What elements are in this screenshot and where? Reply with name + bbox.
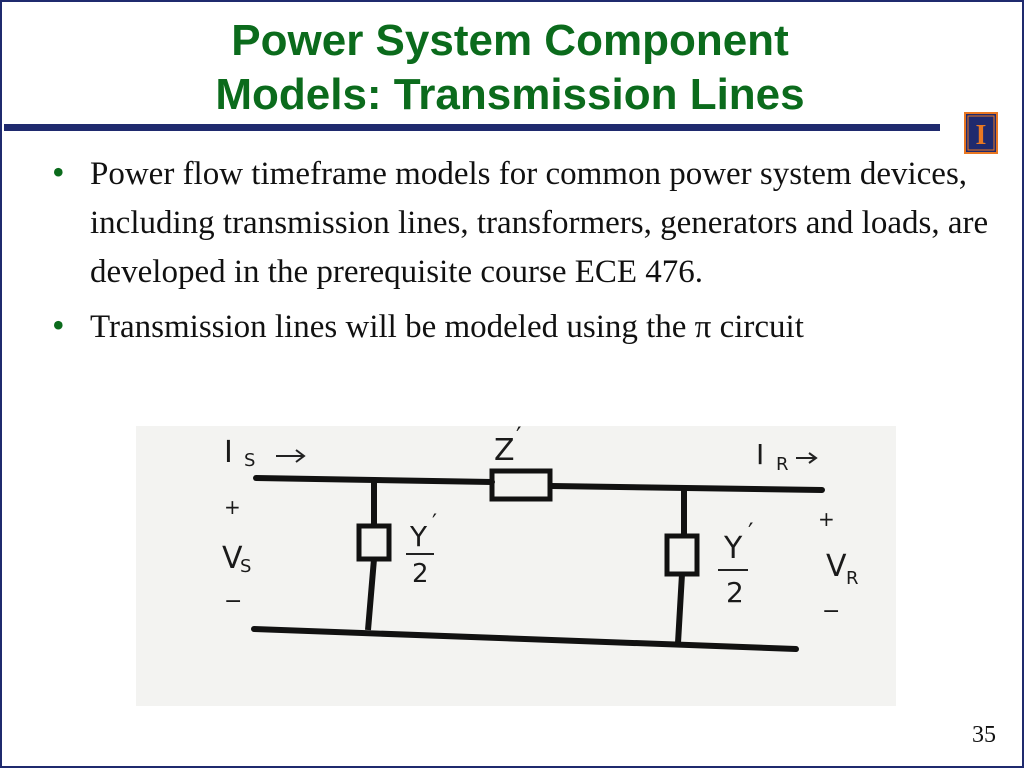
pi-circuit-diagram: I S Z ′ I R + V S − Y ′ 2 Y ′ 2 + V R − (136, 426, 896, 706)
vs-minus: − (224, 589, 242, 614)
bullet-marker: • (52, 305, 65, 345)
ir-label: I (756, 438, 764, 471)
y-left-denominator: 2 (412, 559, 429, 589)
top-wire-right (549, 483, 825, 493)
vs-subscript: S (240, 556, 251, 577)
vr-plus: + (818, 507, 835, 531)
university-logo: I (964, 112, 998, 154)
vs-plus: + (224, 495, 241, 519)
vr-subscript: R (846, 568, 859, 589)
series-impedance-box (489, 468, 553, 502)
vr-minus: − (822, 599, 840, 624)
title-rule (4, 124, 940, 131)
logo-letter: I (976, 120, 987, 151)
left-shunt-wire (365, 482, 377, 631)
y-right-label: Y (723, 531, 743, 566)
bullet-text: Power flow timeframe models for common p… (90, 156, 989, 290)
ir-subscript: R (776, 454, 789, 475)
bullet-marker: • (52, 152, 65, 192)
top-wire-left (253, 475, 495, 485)
is-subscript: S (244, 450, 255, 471)
bullet-item: • Power flow timeframe models for common… (52, 150, 992, 297)
title-line-2: Models: Transmission Lines (215, 70, 805, 119)
ir-arrow-icon (796, 452, 818, 464)
y-left-prime: ′ (432, 511, 437, 536)
page-number: 35 (972, 722, 996, 748)
bullet-list: • Power flow timeframe models for common… (52, 150, 992, 358)
title-line-1: Power System Component (231, 16, 789, 65)
left-shunt-admittance-box (356, 523, 392, 562)
y-right-denominator: 2 (726, 576, 744, 609)
bullet-item: • Transmission lines will be modeled usi… (52, 303, 992, 352)
bullet-text: Transmission lines will be modeled using… (90, 309, 804, 345)
z-label: Z (494, 433, 515, 468)
vr-label: V (826, 549, 847, 584)
right-shunt-wire (675, 489, 687, 644)
bottom-wire (251, 626, 799, 652)
slide-title: Power System Component Models: Transmiss… (80, 14, 940, 122)
vs-label: V (222, 541, 243, 576)
y-left-label: Y (409, 520, 428, 553)
y-right-prime: ′ (748, 518, 753, 546)
is-arrow-icon (276, 449, 306, 463)
z-prime: ′ (516, 426, 521, 450)
right-shunt-admittance-box (664, 533, 700, 577)
is-label: I (224, 435, 233, 470)
